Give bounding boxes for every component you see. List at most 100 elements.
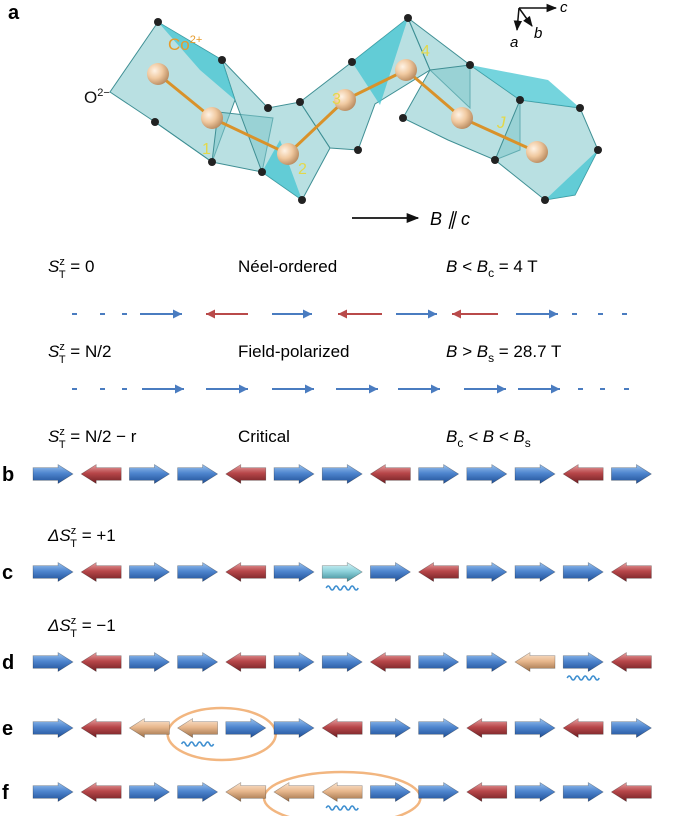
spin-up-arrow — [225, 717, 267, 739]
axis-a-label: a — [510, 34, 518, 51]
spin-excited-arrow — [273, 781, 315, 803]
neel-arrow-down — [338, 309, 382, 319]
spin-down-arrow — [466, 781, 508, 803]
spin-excited-arrow — [514, 651, 556, 673]
neel-arrow-up — [396, 309, 437, 319]
spin-up-arrow — [321, 651, 363, 673]
spin-up-arrow — [562, 781, 604, 803]
spin-up-arrow — [32, 781, 74, 803]
state-condition: B < Bc = 4 T — [446, 257, 538, 280]
spin-down-arrow — [80, 781, 122, 803]
spin-up-arrow — [418, 781, 460, 803]
neel-arrow-up — [140, 309, 182, 319]
o-atom — [594, 146, 602, 154]
field-label: B ∥ c — [430, 209, 470, 229]
spin-excited-arrow — [128, 717, 170, 739]
o-atom — [541, 196, 549, 204]
chain-row-f: f — [2, 770, 652, 816]
o-atom — [399, 114, 407, 122]
o-atom — [354, 146, 362, 154]
panel-label-c: c — [2, 562, 13, 584]
spin-up-arrow — [32, 651, 74, 673]
spin-down-arrow — [80, 561, 122, 583]
o-atom — [516, 96, 524, 104]
spin-up-arrow — [321, 463, 363, 485]
neel-arrow-down — [206, 309, 248, 319]
spin-up-arrow — [562, 651, 604, 673]
spin-up-arrow — [273, 651, 315, 673]
o-atom — [466, 61, 474, 69]
spin-down-arrow — [418, 561, 459, 583]
o-atom — [491, 156, 499, 164]
spin-up-arrow — [562, 561, 604, 583]
octahedron-4 — [299, 17, 431, 151]
spin-down-arrow — [562, 463, 604, 485]
spin-up-arrow — [466, 561, 508, 583]
spin-down-arrow — [80, 463, 122, 485]
co-atom — [147, 63, 169, 85]
domain-wall-ellipse — [166, 706, 278, 762]
spin-up-arrow — [418, 463, 460, 485]
neel-arrow-down — [452, 309, 498, 319]
spin-up-arrow — [32, 463, 74, 485]
spin-up-arrow — [177, 651, 219, 673]
spin-down-arrow — [610, 781, 652, 803]
o-atom — [154, 18, 162, 26]
polarized-arrow — [142, 384, 184, 394]
spin-up-arrow — [129, 463, 170, 485]
axis-b-label: b — [534, 25, 542, 42]
co-atom — [277, 143, 299, 165]
polarized-arrow — [272, 384, 314, 394]
spin-flip-arrow — [321, 561, 363, 583]
co-atom — [526, 141, 548, 163]
site-label-4: 4 — [421, 43, 430, 60]
co-atom — [334, 89, 356, 111]
panel-label-e: e — [2, 718, 13, 740]
octahedron-3 — [221, 59, 331, 201]
spin-up-arrow — [32, 717, 74, 739]
co-atom — [451, 107, 473, 129]
o-atom — [258, 168, 266, 176]
polarized-arrow — [206, 384, 248, 394]
spin-down-arrow — [369, 651, 411, 673]
spin-up-arrow — [273, 717, 315, 739]
face-5 — [545, 150, 598, 200]
neel-arrow-up — [272, 309, 312, 319]
o-atom — [218, 56, 226, 64]
state-name: Néel-ordered — [238, 257, 337, 276]
spin-down-arrow — [466, 717, 508, 739]
spin-up-arrow — [611, 717, 652, 739]
spin-up-arrow — [177, 561, 219, 583]
axis-a-line — [513, 7, 523, 32]
panel-label-b: b — [2, 464, 14, 486]
panel-label-a: a — [8, 2, 20, 24]
spin-up-arrow — [514, 561, 556, 583]
spin-down-arrow — [562, 717, 604, 739]
magnon-wave — [325, 585, 359, 591]
face-4 — [262, 140, 302, 200]
spin-down-arrow — [225, 651, 267, 673]
spin-up-arrow — [466, 651, 508, 673]
oxygen-atoms — [151, 14, 602, 204]
spin-excited-arrow — [321, 781, 363, 803]
spin-up-arrow — [466, 463, 508, 485]
o-atom — [208, 158, 216, 166]
o-ion-label: O2− — [84, 87, 110, 107]
magnon-wave — [325, 805, 359, 811]
spin-down-arrow — [225, 463, 267, 485]
spin-excited-arrow — [225, 781, 267, 803]
magnon-wave — [180, 741, 215, 747]
spin-down-arrow — [369, 463, 411, 485]
cobalt-atoms — [147, 59, 548, 165]
face-1 — [158, 22, 235, 100]
state-name: Field-polarized — [238, 342, 350, 361]
face-3 — [470, 65, 580, 108]
polarized-arrow — [518, 384, 560, 394]
polarized-arrow — [336, 384, 378, 394]
spin-up-arrow — [514, 717, 556, 739]
